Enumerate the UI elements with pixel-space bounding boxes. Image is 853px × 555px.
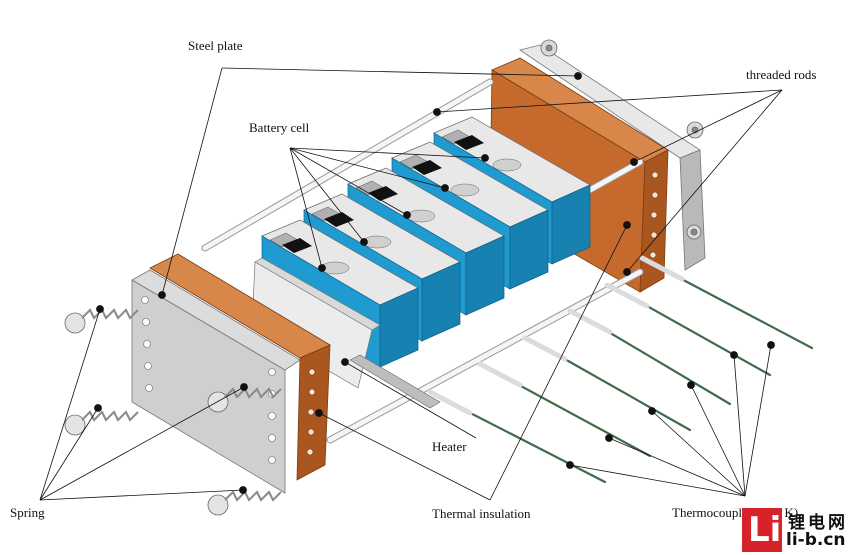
label-heater: Heater	[432, 439, 467, 454]
thermocouple-wires	[427, 255, 814, 484]
label-threaded-rods: threaded rods	[746, 67, 817, 82]
spring-3	[207, 387, 282, 413]
watermark-logo: Li 锂电网 li-b.cn	[742, 508, 848, 552]
watermark-brand: 锂电网	[788, 513, 848, 533]
spring-4	[207, 490, 282, 516]
heater-plate	[251, 257, 441, 409]
front-steel-plate	[131, 269, 301, 494]
watermark-glyph: Li	[748, 510, 782, 550]
front-copper-plate	[149, 253, 331, 481]
springs	[64, 308, 282, 516]
watermark-red-box: Li	[742, 508, 782, 552]
label-battery-cell: Battery cell	[249, 120, 310, 135]
back-steel-plate	[519, 44, 706, 271]
spring-1	[64, 308, 139, 334]
label-thermal-insulation: Thermal insulation	[432, 506, 531, 521]
label-steel-plate: Steel plate	[188, 38, 243, 53]
spring-2	[64, 410, 139, 436]
watermark-url: li-b.cn	[786, 530, 846, 550]
label-spring: Spring	[10, 505, 45, 520]
leader-lines	[39, 67, 783, 501]
